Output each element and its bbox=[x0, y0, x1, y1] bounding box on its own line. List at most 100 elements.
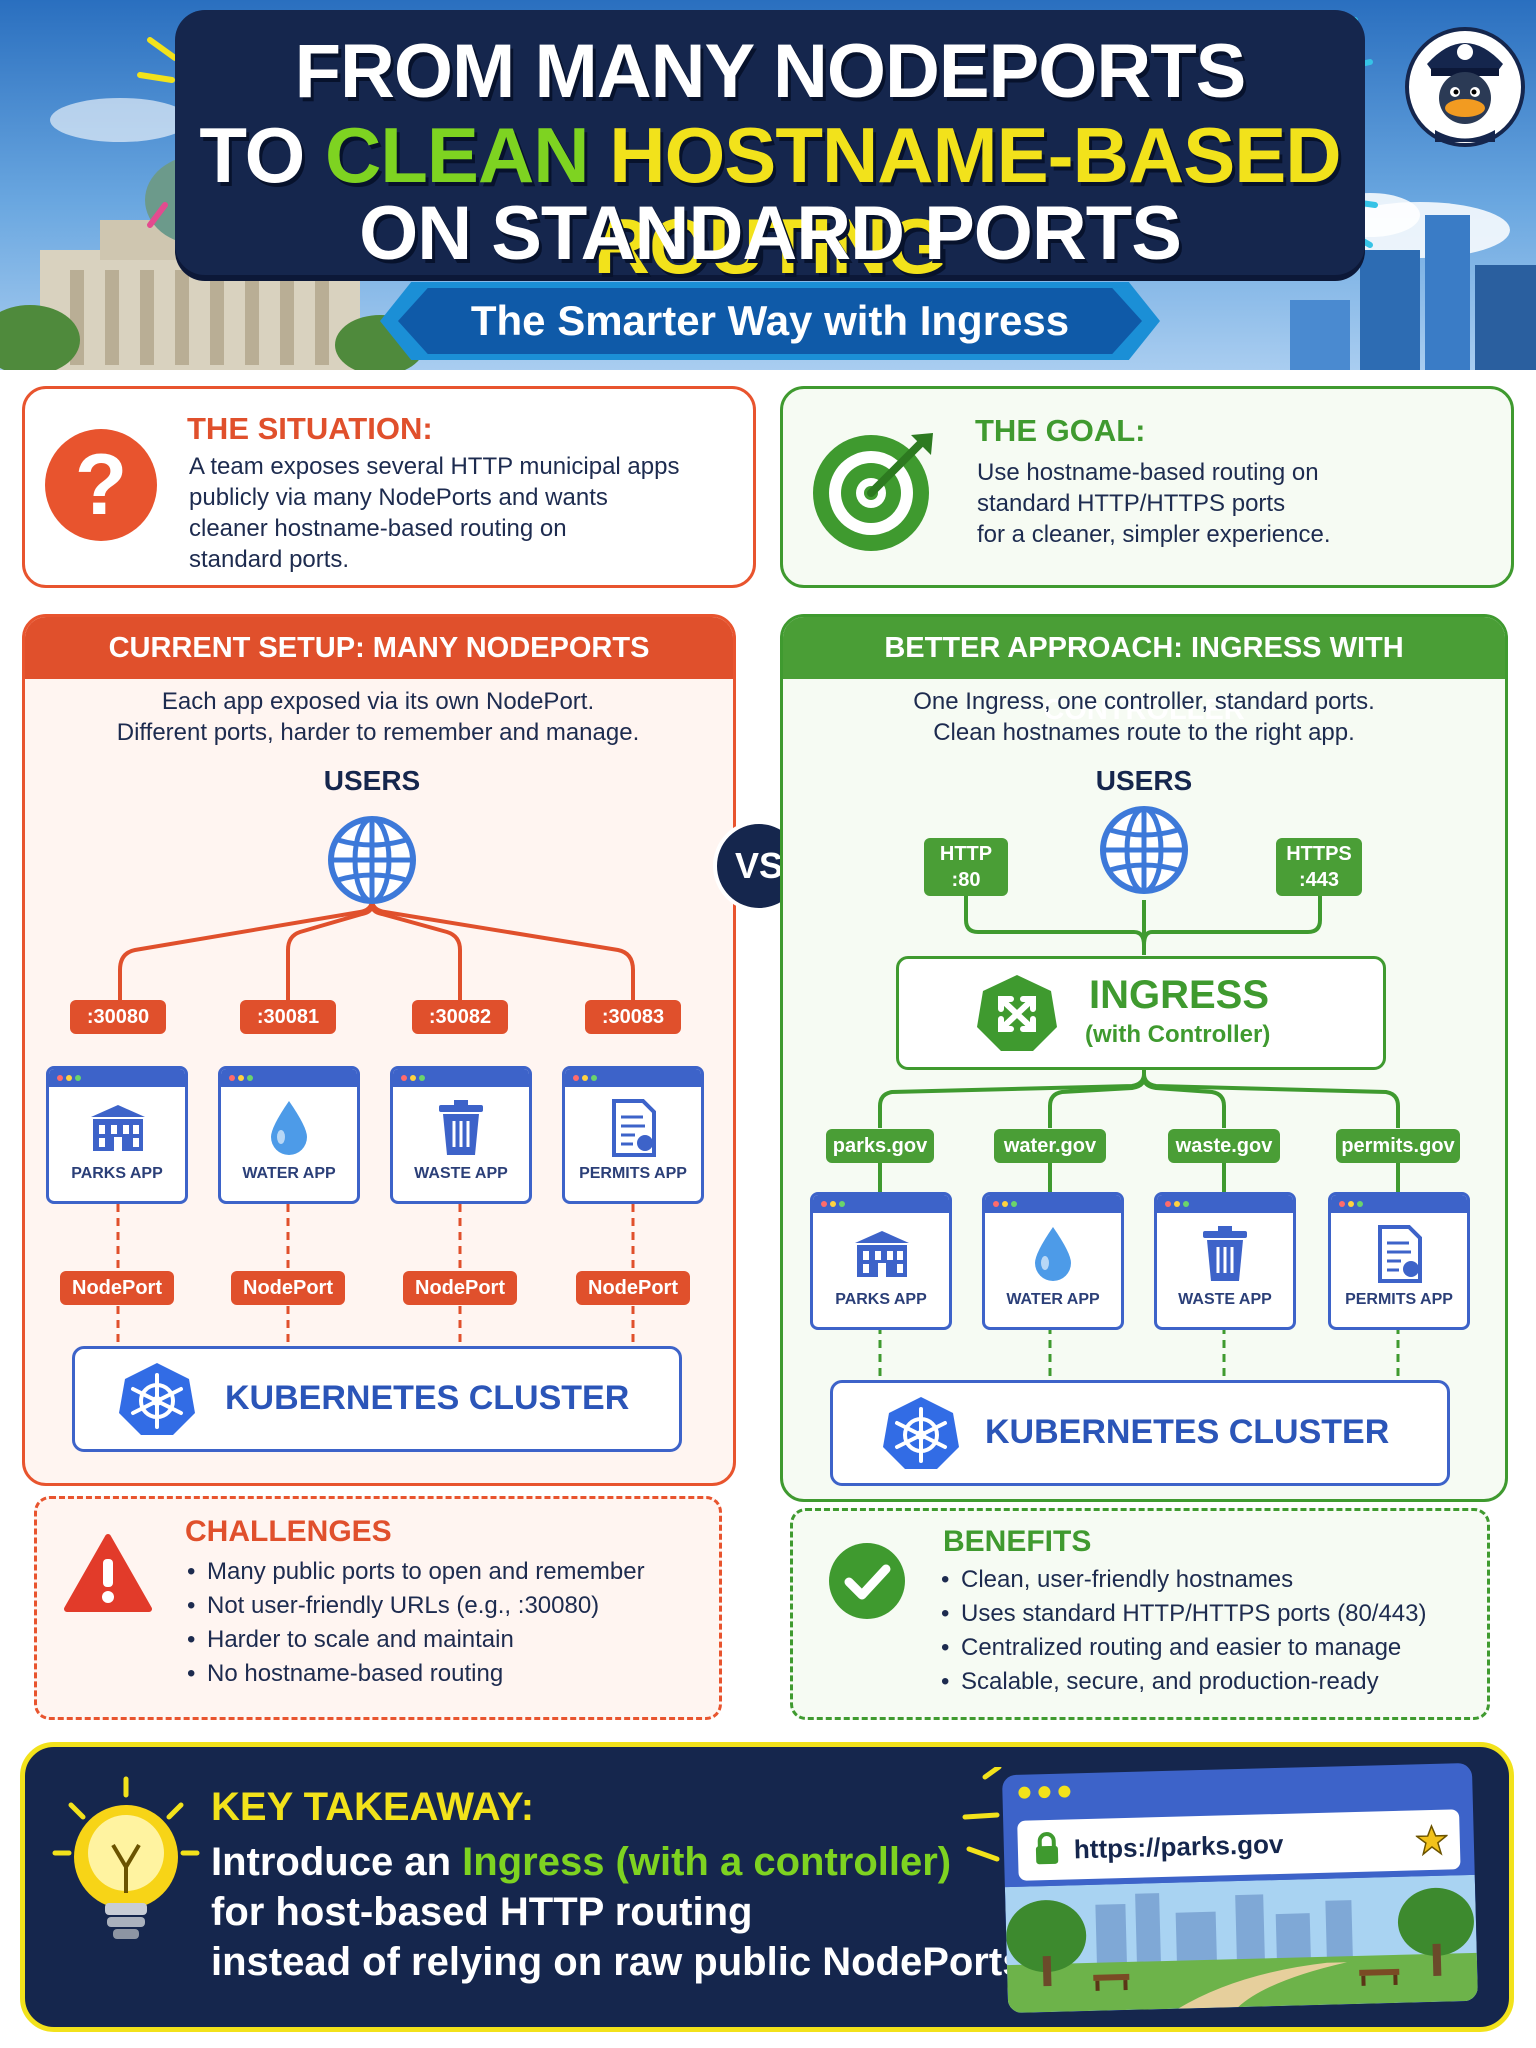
situation-text: A team exposes several HTTP municipal ap… bbox=[189, 451, 679, 575]
situation-heading: THE SITUATION: bbox=[187, 411, 433, 446]
benefit-item: Clean, user-friendly hostnames bbox=[941, 1563, 1427, 1597]
host-label: water.gov bbox=[994, 1129, 1106, 1163]
star-icon[interactable] bbox=[1415, 1823, 1449, 1857]
port-label: :30082 bbox=[412, 1000, 508, 1034]
check-icon bbox=[829, 1543, 905, 1619]
better-desc-line: Clean hostnames route to the right app. bbox=[933, 719, 1355, 746]
situation-line: cleaner hostname-based routing on bbox=[189, 515, 567, 542]
nodeport-label: NodePort bbox=[231, 1271, 345, 1305]
trash-can-icon bbox=[1203, 1226, 1247, 1281]
app-window-water: WATER APP bbox=[982, 1192, 1124, 1330]
situation-line: A team exposes several HTTP municipal ap… bbox=[189, 453, 680, 480]
port-label: :30080 bbox=[70, 1000, 166, 1034]
current-setup-description: Each app exposed via its own NodePort. D… bbox=[22, 686, 734, 748]
host-label: parks.gov bbox=[826, 1129, 934, 1163]
takeaway-text: Introduce an Ingress (with a controller)… bbox=[211, 1837, 1036, 1987]
takeaway-intro: Introduce an bbox=[211, 1840, 452, 1884]
lightbulb-icon bbox=[52, 1776, 200, 1939]
browser-window-mock: https://parks.gov bbox=[1001, 1762, 1479, 2014]
better-approach-description: One Ingress, one controller, standard po… bbox=[780, 686, 1508, 748]
water-drop-icon bbox=[271, 1101, 307, 1155]
title-line-1: FROM MANY NODEPORTS bbox=[294, 29, 1247, 114]
nodeport-label: NodePort bbox=[403, 1271, 517, 1305]
app-window-water: WATER APP bbox=[218, 1066, 360, 1204]
http-port: :80 bbox=[951, 869, 981, 891]
ingress-controller-box: INGRESS (with Controller) bbox=[896, 956, 1386, 1070]
subtitle: The Smarter Way with Ingress bbox=[398, 288, 1142, 354]
title-panel: FROM MANY NODEPORTS TO CLEAN HOSTNAME-BA… bbox=[175, 10, 1365, 290]
port-label: :30081 bbox=[240, 1000, 336, 1034]
takeaway-line: Introduce an Ingress (with a controller) bbox=[211, 1837, 1036, 1887]
header-banner: FROM MANY NODEPORTS TO CLEAN HOSTNAME-BA… bbox=[0, 0, 1536, 370]
building-icon bbox=[855, 1231, 909, 1277]
app-label: PERMITS APP bbox=[579, 1165, 687, 1182]
permit-document-icon bbox=[612, 1099, 656, 1157]
ingress-title: INGRESS bbox=[1089, 973, 1270, 1017]
takeaway-heading: KEY TAKEAWAY: bbox=[211, 1785, 535, 1829]
http-label: HTTP bbox=[939, 843, 993, 865]
cluster-label: KUBERNETES CLUSTER bbox=[225, 1379, 630, 1417]
water-drop-icon bbox=[1035, 1227, 1071, 1281]
host-label: waste.gov bbox=[1168, 1129, 1280, 1163]
goal-line: for a cleaner, simpler experience. bbox=[977, 521, 1331, 548]
takeaway-line: for host-based HTTP routing bbox=[211, 1890, 753, 1934]
better-desc-line: One Ingress, one controller, standard po… bbox=[913, 688, 1375, 715]
goal-card: THE GOAL: Use hostname-based routing on … bbox=[780, 386, 1514, 588]
kubernetes-icon bbox=[883, 1397, 959, 1469]
current-desc-line: Each app exposed via its own NodePort. bbox=[161, 688, 595, 715]
globe-icon bbox=[328, 816, 416, 904]
current-desc-line: Different ports, harder to remember and … bbox=[116, 719, 640, 746]
situation-card: ? THE SITUATION: A team exposes several … bbox=[22, 386, 756, 588]
app-label: WASTE APP bbox=[1178, 1291, 1272, 1308]
app-window-parks: PARKS APP bbox=[810, 1192, 952, 1330]
address-bar[interactable]: https://parks.gov bbox=[1017, 1809, 1461, 1881]
current-setup-heading: CURRENT SETUP: MANY NODEPORTS bbox=[25, 617, 733, 679]
title-line-2: TO CLEAN HOSTNAME-BASED ROUTING bbox=[175, 110, 1365, 292]
current-connectors bbox=[116, 896, 635, 1346]
duck-captain-icon bbox=[1405, 12, 1525, 162]
challenge-item: Harder to scale and maintain bbox=[187, 1623, 645, 1657]
http-port-badge: HTTP :80 bbox=[924, 838, 1008, 896]
question-icon: ? bbox=[45, 429, 157, 541]
address-url: https://parks.gov bbox=[1073, 1828, 1284, 1865]
ingress-subtitle: (with Controller) bbox=[1085, 1021, 1271, 1048]
better-kubernetes-cluster: KUBERNETES CLUSTER bbox=[830, 1380, 1450, 1486]
app-label: PERMITS APP bbox=[1345, 1291, 1453, 1308]
host-label: permits.gov bbox=[1336, 1129, 1460, 1163]
spark-decoration bbox=[962, 1767, 1002, 1862]
https-port-badge: HTTPS :443 bbox=[1276, 838, 1362, 896]
benefits-list: Clean, user-friendly hostnames Uses stan… bbox=[941, 1563, 1427, 1699]
app-window-waste: WASTE APP bbox=[390, 1066, 532, 1204]
challenge-item: No hostname-based routing bbox=[187, 1657, 645, 1691]
title-line-3: ON STANDARD PORTS bbox=[359, 191, 1182, 276]
title-word-to: TO bbox=[199, 111, 305, 199]
goal-line: standard HTTP/HTTPS ports bbox=[977, 490, 1286, 517]
cluster-label: KUBERNETES CLUSTER bbox=[985, 1413, 1390, 1451]
challenges-card: CHALLENGES Many public ports to open and… bbox=[34, 1496, 722, 1720]
target-icon bbox=[813, 433, 933, 551]
benefits-card: BENEFITS Clean, user-friendly hostnames … bbox=[790, 1508, 1490, 1720]
goal-line: Use hostname-based routing on bbox=[977, 459, 1319, 486]
goal-text: Use hostname-based routing on standard H… bbox=[977, 457, 1331, 550]
situation-line: standard ports. bbox=[189, 546, 350, 573]
challenge-item: Not user-friendly URLs (e.g., :30080) bbox=[187, 1589, 645, 1623]
challenge-item: Many public ports to open and remember bbox=[187, 1555, 645, 1589]
https-label: HTTPS bbox=[1286, 843, 1352, 865]
port-label: :30083 bbox=[585, 1000, 681, 1034]
warning-icon bbox=[64, 1534, 152, 1612]
https-port: :443 bbox=[1298, 869, 1340, 891]
key-takeaway-banner: KEY TAKEAWAY: Introduce an Ingress (with… bbox=[20, 1742, 1514, 2032]
current-setup-panel: CURRENT SETUP: MANY NODEPORTS bbox=[22, 614, 736, 1486]
benefit-item: Uses standard HTTP/HTTPS ports (80/443) bbox=[941, 1597, 1427, 1631]
lock-icon bbox=[1035, 1832, 1059, 1865]
app-label: WASTE APP bbox=[414, 1165, 508, 1182]
current-kubernetes-cluster: KUBERNETES CLUSTER bbox=[72, 1346, 682, 1452]
situation-line: publicly via many NodePorts and wants bbox=[189, 484, 608, 511]
app-window-permits: PERMITS APP bbox=[1328, 1192, 1470, 1330]
app-window-permits: PERMITS APP bbox=[562, 1066, 704, 1204]
trash-can-icon bbox=[439, 1100, 483, 1155]
better-connectors bbox=[878, 892, 1400, 1380]
challenges-heading: CHALLENGES bbox=[185, 1515, 392, 1548]
globe-icon bbox=[1100, 806, 1188, 894]
park-scene-image bbox=[1004, 1874, 1479, 2014]
